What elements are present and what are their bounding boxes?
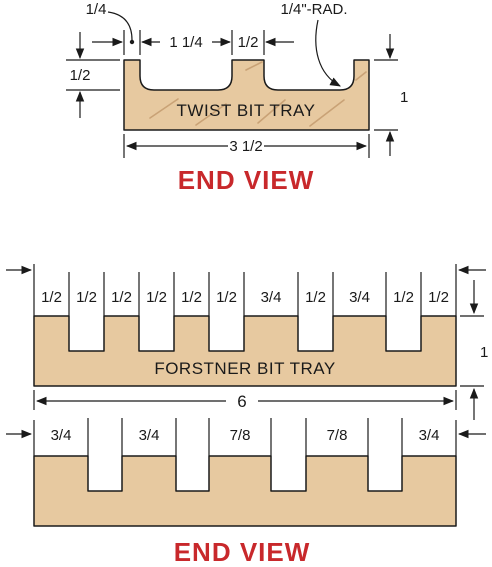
top-row-ext-lines	[33, 264, 457, 316]
forstner-dim-overall-width: 6	[237, 392, 246, 411]
dim-pocket-width: 1 1/4	[169, 34, 202, 51]
twist-bit-tray-profile	[123, 59, 370, 131]
bottom-row-ext-lines	[33, 418, 457, 456]
top-dim-1: 1/2	[41, 289, 62, 306]
top-dim-9: 3/4	[349, 289, 370, 306]
top-dim-10: 1/2	[393, 289, 414, 306]
bottom-dim-2: 3/4	[139, 427, 160, 444]
dim-height: 1	[400, 89, 408, 106]
twist-end-view-title: END VIEW	[178, 165, 315, 195]
top-dim-5: 1/2	[181, 289, 202, 306]
radius-leader	[315, 19, 341, 87]
top-dim-4: 1/2	[146, 289, 167, 306]
left-gap-leader	[107, 11, 133, 41]
top-dim-2: 1/2	[76, 289, 97, 306]
top-dim-11: 1/2	[428, 289, 449, 306]
bottom-dim-1: 3/4	[51, 427, 72, 444]
dim-radius: 1/4"-RAD.	[280, 1, 347, 18]
dim-overall-width: 3 1/2	[229, 138, 262, 155]
twist-bit-tray-label: TWIST BIT TRAY	[177, 101, 316, 120]
forstner-bit-tray-profile-alt	[33, 455, 457, 527]
dim-left-gap: 1/4	[86, 1, 107, 18]
forstner-bit-tray-profile	[33, 315, 457, 387]
dim-divider-width: 1/2	[238, 34, 259, 51]
forstner-bit-tray-label: FORSTNER BIT TRAY	[154, 359, 335, 378]
wood-grain	[149, 61, 367, 127]
bottom-dim-3: 7/8	[230, 427, 251, 444]
forstner-dim-height: 1	[480, 344, 488, 361]
top-dim-7: 3/4	[261, 289, 282, 306]
twist-tray-group: TWIST BIT TRAY 1/4 1 1/4 1/2 1/4"-RAD. 1…	[66, 1, 408, 195]
bottom-dim-5: 3/4	[419, 427, 440, 444]
dim-pocket-depth: 1/2	[70, 67, 91, 84]
bottom-dim-4: 7/8	[327, 427, 348, 444]
top-dim-3: 1/2	[111, 289, 132, 306]
leader-dot	[129, 39, 135, 45]
top-dim-6: 1/2	[216, 289, 237, 306]
forstner-end-view-title: END VIEW	[174, 537, 311, 567]
forstner-tray-group: 1/2 1/2 1/2 1/2 1/2 1/2 3/4 1/2 3/4 1/2 …	[6, 264, 488, 567]
top-dim-8: 1/2	[305, 289, 326, 306]
